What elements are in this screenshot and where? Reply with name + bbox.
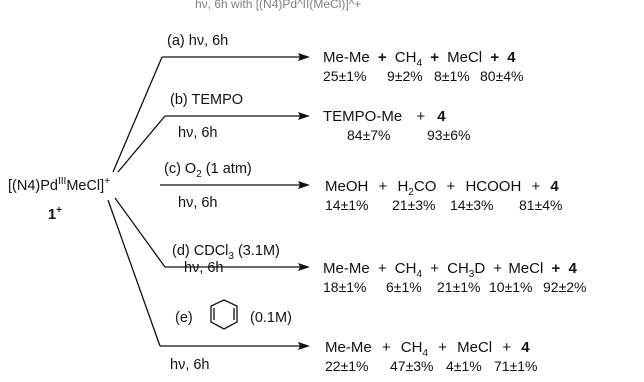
branch-e-diagonal xyxy=(107,199,161,347)
svg-text:14±1%: 14±1% xyxy=(325,197,369,213)
svg-text:71±1%: 71±1% xyxy=(494,358,538,374)
svg-text:9±2%: 9±2% xyxy=(387,68,423,84)
cond-e-bottom: hν, 6h xyxy=(170,357,210,373)
svg-text:81±4%: 81±4% xyxy=(519,197,563,213)
svg-text:6±1%: 6±1% xyxy=(386,279,422,295)
reactant-id: 1 xyxy=(48,207,56,223)
svg-text:84±7%: 84±7% xyxy=(347,127,391,143)
svg-text:80±4%: 80±4% xyxy=(480,68,524,84)
yields-e: 22±1% 47±3% 4±1% 71±1% xyxy=(325,358,538,374)
reactant-ox-state: III xyxy=(58,176,66,187)
products-d: Me-Me + CH4 + CH3D + MeCl + 4 xyxy=(323,260,577,281)
header-partial: hν, 6h with [(N4)Pd^II(MeCl)]^+ xyxy=(195,0,361,11)
svg-text:1+: 1+ xyxy=(48,205,62,223)
arrowhead-d xyxy=(298,263,310,271)
svg-text:47±3%: 47±3% xyxy=(390,358,434,374)
svg-text:22±1%: 22±1% xyxy=(325,358,369,374)
svg-text:4±1%: 4±1% xyxy=(446,358,482,374)
branch-a-diagonal xyxy=(112,56,163,173)
svg-text:25±1%: 25±1% xyxy=(323,68,367,84)
cond-b-top: (b) TEMPO xyxy=(170,92,243,108)
reactant-complex-text: [(N4)Pd xyxy=(8,178,58,194)
cond-d-top: (d) CDCl3 (3.1M) xyxy=(172,243,280,262)
svg-text:21±3%: 21±3% xyxy=(392,197,436,213)
branch-b-diagonal xyxy=(117,115,166,173)
reactant-label: [(N4)PdIIIMeCl]+ 1+ xyxy=(8,176,110,223)
yields-a: 25±1% 9±2% 8±1% 80±4% xyxy=(323,68,524,84)
reactant-ligand-text: MeCl] xyxy=(66,178,104,194)
products-b: TEMPO-Me + 4 xyxy=(323,108,446,125)
svg-text:10±1%: 10±1% xyxy=(489,279,533,295)
yields-c: 14±1% 21±3% 14±3% 81±4% xyxy=(325,197,563,213)
branch-lines xyxy=(107,56,300,347)
arrowhead-e xyxy=(298,342,310,350)
arrowhead-c xyxy=(298,181,310,189)
arrowhead-a xyxy=(298,53,310,61)
cyclohexadiene-structure xyxy=(210,299,238,330)
svg-text:21±1%: 21±1% xyxy=(437,279,481,295)
products-c: MeOH + H2CO + HCOOH + 4 xyxy=(325,178,559,198)
cond-d-bottom: hν, 6h xyxy=(184,260,224,276)
branch-d-diagonal xyxy=(114,197,166,268)
reactant-charge: + xyxy=(104,176,110,187)
svg-text:[(N4)PdIIIMeCl]+: [(N4)PdIIIMeCl]+ xyxy=(8,176,110,194)
products-a: Me-Me + CH4 + MeCl + 4 xyxy=(323,49,516,70)
cond-c-bottom: hν, 6h xyxy=(178,195,218,211)
svg-text:93±6%: 93±6% xyxy=(427,127,471,143)
yields-b: 84±7% 93±6% xyxy=(347,127,471,143)
cond-e-label: (e) xyxy=(175,310,193,326)
cond-b-bottom: hν, 6h xyxy=(178,125,218,141)
cond-c-top: (c) O2 (1 atm) xyxy=(164,161,252,180)
svg-text:18±1%: 18±1% xyxy=(323,279,367,295)
arrowhead-b xyxy=(298,112,310,120)
products-e: Me-Me + CH4 + MeCl + 4 xyxy=(325,339,530,360)
cond-e-conc: (0.1M) xyxy=(250,310,292,326)
yields-d: 18±1% 6±1% 21±1% 10±1% 92±2% xyxy=(323,279,587,295)
svg-text:8±1%: 8±1% xyxy=(434,68,470,84)
reactant-id-charge: + xyxy=(56,205,62,216)
svg-text:92±2%: 92±2% xyxy=(543,279,587,295)
cond-a-top: (a) hν, 6h xyxy=(167,33,228,49)
svg-text:14±3%: 14±3% xyxy=(450,197,494,213)
arrowheads xyxy=(298,53,310,350)
